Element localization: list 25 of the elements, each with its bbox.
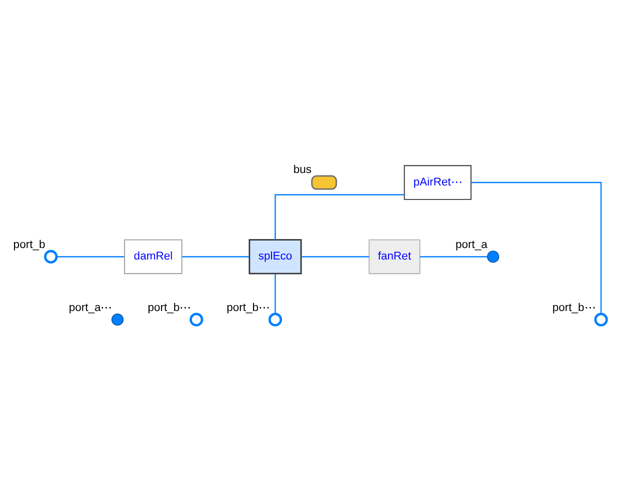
node-box: pAirRet⋯ xyxy=(404,165,472,200)
node-box: fanRet xyxy=(368,239,420,274)
node-box: damRel xyxy=(124,239,182,274)
connector xyxy=(274,274,276,314)
node-circle xyxy=(268,312,282,326)
node-label: port_a xyxy=(456,238,488,251)
node-label: port_b⋯ xyxy=(148,302,191,314)
node-circle xyxy=(190,312,204,326)
connector xyxy=(420,256,488,258)
connector xyxy=(182,256,250,258)
node-label: port_b xyxy=(13,238,46,251)
node-label: port_a⋯ xyxy=(68,302,112,314)
node-circle xyxy=(594,312,608,326)
node-label: port_b⋯ xyxy=(552,302,596,314)
node-circle xyxy=(111,314,124,326)
connector xyxy=(471,182,602,314)
node-circle xyxy=(44,250,58,264)
connector xyxy=(274,194,404,240)
connector xyxy=(56,256,124,258)
node-box: splEco xyxy=(248,239,302,274)
node-box xyxy=(311,175,337,190)
node-circle xyxy=(486,250,500,263)
node-label: port_b⋯ xyxy=(226,302,270,314)
connector xyxy=(301,256,370,258)
node-label: bus xyxy=(293,164,312,176)
